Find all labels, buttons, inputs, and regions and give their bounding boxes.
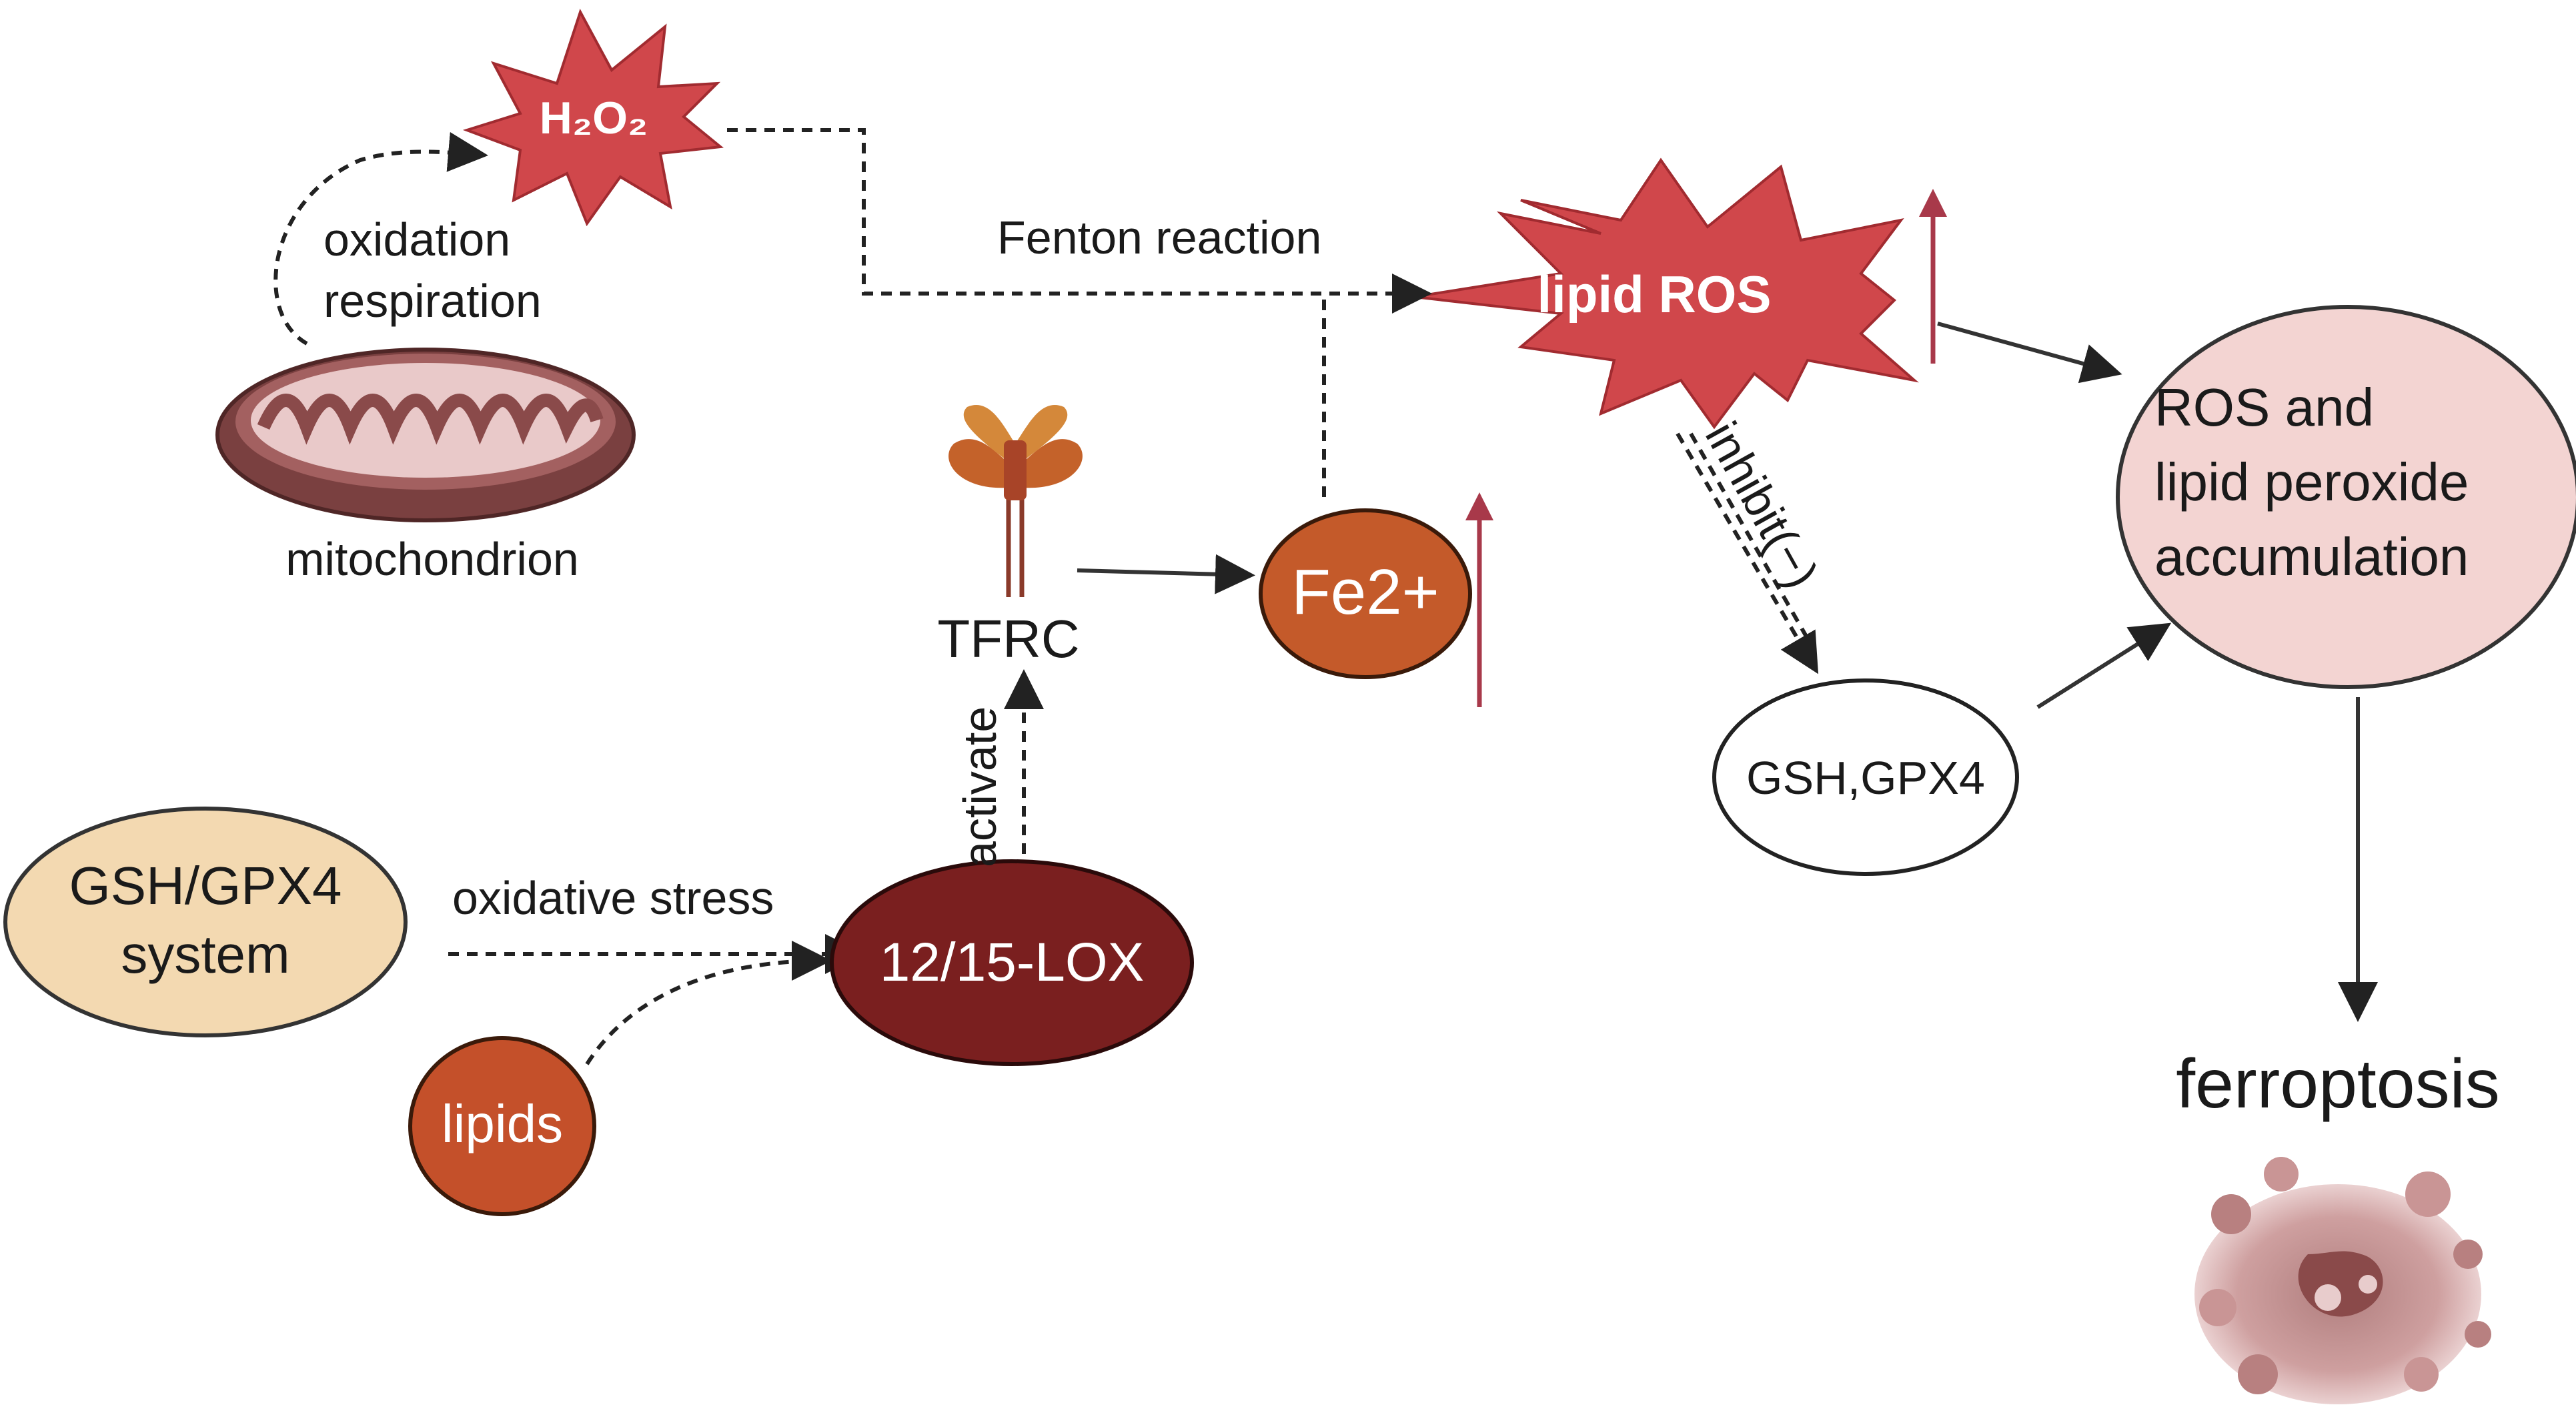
gsh-gpx4-label: GSH,GPX4 (1746, 752, 1985, 804)
h2o2-node: H₂O₂ (462, 8, 724, 227)
lipids-to-lox-arrow (585, 941, 832, 1065)
oxidation-respiration-arrow (273, 131, 488, 346)
lipid-ros-to-accumulation-arrow (1937, 322, 2122, 384)
oxidative-stress-label: oxidative stress (452, 872, 774, 924)
fenton-reaction-label: Fenton reaction (997, 211, 1321, 264)
activate-label: activate (954, 707, 1006, 867)
ros-accumulation-line-2: lipid peroxide (2154, 452, 2469, 512)
fe2-node (1259, 508, 1472, 679)
oxidation-label: oxidation (324, 213, 510, 266)
tfrc-to-fe2-arrow (1077, 554, 1255, 594)
fe2-label: Fe2+ (1291, 556, 1439, 628)
mitochondrion-label: mitochondrion (285, 533, 579, 585)
lox-node (830, 859, 1194, 1066)
respiration-label: respiration (324, 275, 542, 327)
ferroptotic-cell-icon (2194, 1157, 2491, 1404)
ros-accumulation-line-3: accumulation (2154, 527, 2469, 586)
lipid-ros-star-shape (1413, 157, 1919, 430)
gsh-gpx4-system-line-1: GSH/GPX4 (69, 856, 342, 915)
lipid-ros-node: lipid ROS (1413, 157, 1919, 430)
ferroptosis-label: ferroptosis (2176, 1045, 2500, 1123)
ros-accumulation-node (2116, 305, 2576, 689)
lipids-node (408, 1036, 596, 1216)
lox-label: 12/15-LOX (880, 932, 1145, 993)
gsh-gpx4-system-node (3, 807, 408, 1037)
mitochondrion-icon (215, 348, 636, 522)
gsh-gpx4-node (1712, 678, 2019, 876)
ros-accumulation-line-1: ROS and (2154, 378, 2374, 437)
gsh-gpx4-to-accumulation-arrow (2036, 622, 2172, 709)
gsh-gpx4-system-line-2: system (121, 925, 289, 984)
inhibit-arrow (1676, 432, 1819, 674)
tfrc-receptor-icon (948, 405, 1083, 597)
h2o2-to-lipid-ros-arrow (727, 128, 1432, 314)
lipids-label: lipids (442, 1094, 563, 1153)
h2o2-star-shape (462, 8, 724, 227)
tfrc-label: TFRC (937, 609, 1079, 668)
h2o2-label: H₂O₂ (540, 93, 648, 143)
inhibit-label: inhibit(−) (1696, 413, 1828, 596)
inhibit-arrow-parallel (1689, 432, 1816, 652)
lipid-ros-label: lipid ROS (1537, 265, 1772, 324)
